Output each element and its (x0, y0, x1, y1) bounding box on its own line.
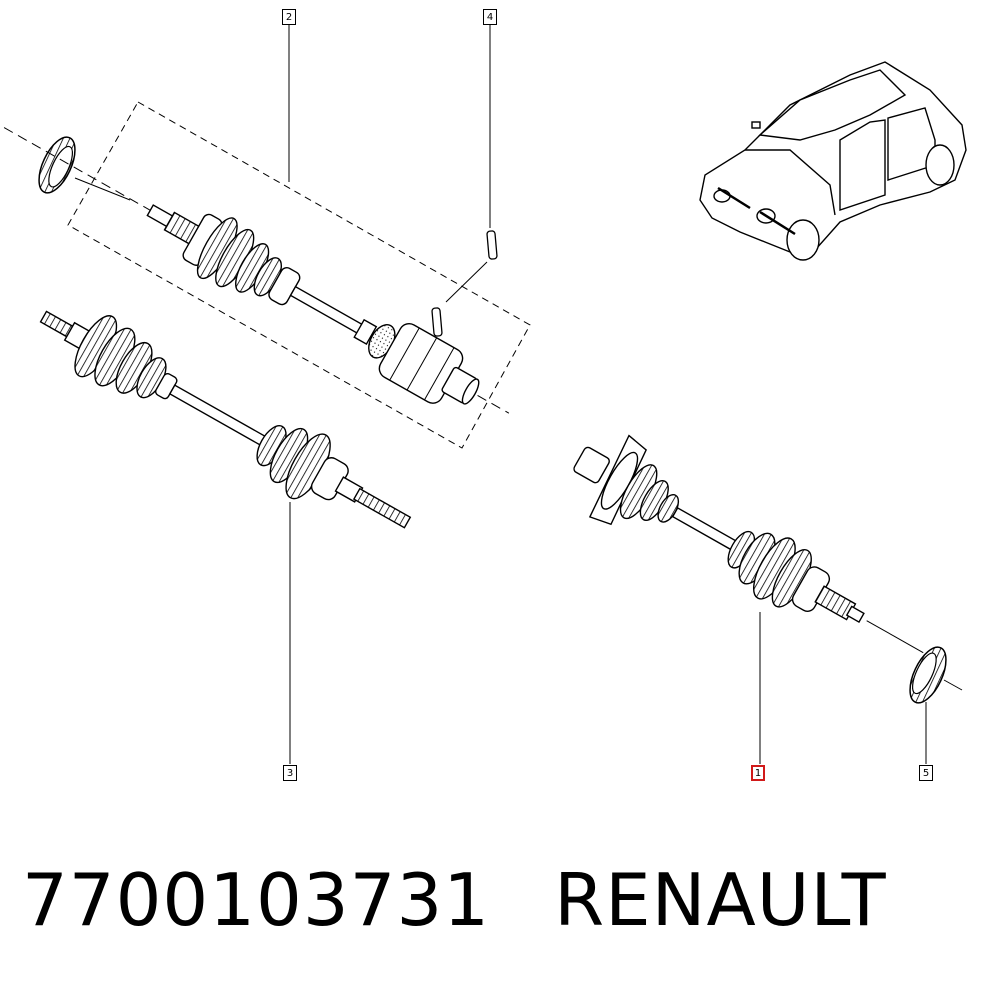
callout-1[interactable]: 1 (751, 765, 765, 781)
drive-shaft-upper (0, 87, 510, 414)
callout-2[interactable]: 2 (282, 9, 296, 25)
callout-3[interactable]: 3 (283, 765, 297, 781)
assembly-group-outline (67, 101, 531, 449)
abs-tone-ring-left (38, 136, 76, 194)
part-number: 7700103731 (22, 858, 491, 942)
part-caption: 7700103731 RENAULT (22, 858, 887, 942)
leader-lines (288, 25, 927, 764)
callout-4[interactable]: 4 (483, 9, 497, 25)
car-location-thumbnail (699, 61, 967, 261)
callout-5[interactable]: 5 (919, 765, 933, 781)
abs-tone-ring-right (909, 646, 947, 704)
roll-pin-installed (431, 307, 443, 337)
drive-shaft-left (39, 310, 412, 529)
roll-pin-top (486, 230, 498, 260)
brand-name: RENAULT (554, 858, 887, 942)
drive-shaft-right (573, 434, 924, 654)
